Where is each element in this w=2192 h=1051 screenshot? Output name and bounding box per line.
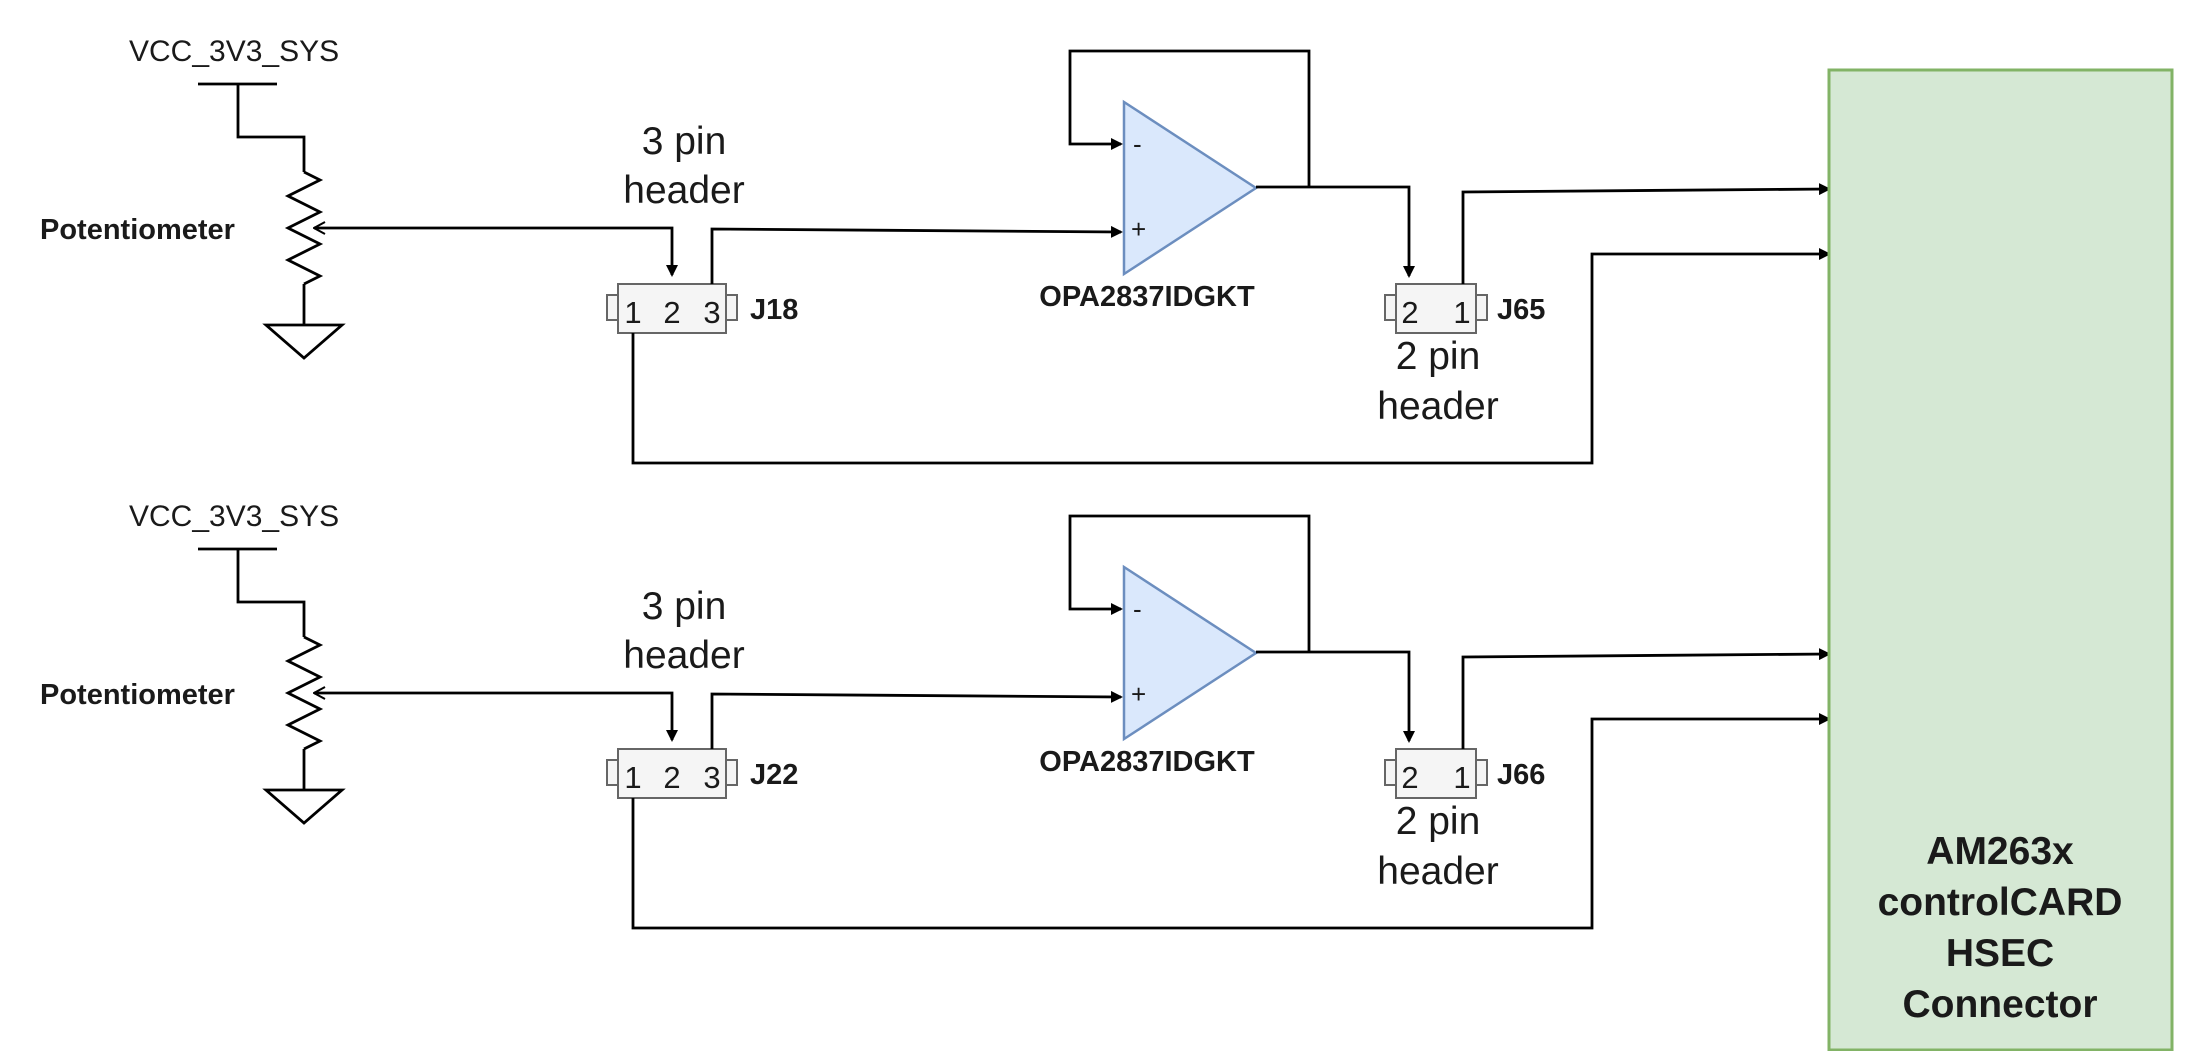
header3-pin2: 2 xyxy=(663,295,680,330)
potentiometer-resistor xyxy=(284,635,324,751)
header3-ref: J18 xyxy=(750,294,798,326)
header2-tab-left xyxy=(1384,294,1397,321)
connector-line2: controlCARD xyxy=(1878,881,2123,924)
opamp-triangle xyxy=(1122,564,1259,742)
controlcard-connector xyxy=(1827,68,2174,1051)
opamp-output-wire xyxy=(1256,185,1415,278)
header2-label-line2: header xyxy=(1377,385,1498,428)
direct-to-adc-wire xyxy=(631,713,1831,930)
header2-pin2: 2 xyxy=(1401,760,1418,795)
header2-tab-left xyxy=(1384,759,1397,786)
opamp-ref: OPA2837IDGKT xyxy=(1039,281,1255,313)
feedback-wire xyxy=(1068,49,1311,186)
opamp-plus: + xyxy=(1131,679,1146,709)
channel-1: VCC_3V3_SYS Potentiometer 3 pin header 1… xyxy=(40,35,2001,465)
buffered-to-adc-wire xyxy=(1461,183,1831,284)
header3-label-line1: 3 pin xyxy=(642,120,727,163)
potentiometer-resistor xyxy=(284,170,324,286)
header2-pin1: 1 xyxy=(1453,295,1470,330)
header2-ref: J65 xyxy=(1497,294,1545,326)
header2-label-line2: header xyxy=(1377,850,1498,893)
header3-pin3: 3 xyxy=(703,295,720,330)
opamp-minus: - xyxy=(1133,129,1142,159)
connector-line1: AM263x xyxy=(1926,830,2074,873)
header3-pin2: 2 xyxy=(663,760,680,795)
potentiometer-label: Potentiometer xyxy=(40,214,235,246)
potentiometer-label: Potentiometer xyxy=(40,679,235,711)
header2-tab-right xyxy=(1475,759,1488,786)
header3-pin3: 3 xyxy=(703,760,720,795)
supply-label: VCC_3V3_SYS xyxy=(129,500,339,533)
opamp-minus: - xyxy=(1133,594,1142,624)
connector-line3: HSEC xyxy=(1946,932,2054,975)
header3-tab-left xyxy=(606,294,619,321)
header3-label-line2: header xyxy=(623,169,744,212)
plus-input-wire xyxy=(710,225,1123,284)
plus-input-wire xyxy=(710,690,1123,749)
header2-ref: J66 xyxy=(1497,759,1545,791)
supply-wire xyxy=(236,549,306,637)
wiper-wire xyxy=(314,228,672,275)
header2-label-line1: 2 pin xyxy=(1396,800,1481,843)
header3-tab-right xyxy=(725,759,738,786)
buffered-to-adc-wire xyxy=(1461,648,1831,749)
feedback-wire xyxy=(1068,514,1311,651)
header2-pin1: 1 xyxy=(1453,760,1470,795)
opamp-triangle xyxy=(1122,99,1259,277)
header3-pin1: 1 xyxy=(624,760,641,795)
opamp-ref: OPA2837IDGKT xyxy=(1039,746,1255,778)
opamp-plus: + xyxy=(1131,214,1146,244)
supply-wire xyxy=(236,84,306,172)
header2-tab-right xyxy=(1475,294,1488,321)
header3-body xyxy=(617,748,727,799)
header3-label-line1: 3 pin xyxy=(642,585,727,628)
wiper-wire xyxy=(314,693,672,740)
supply-label: VCC_3V3_SYS xyxy=(129,35,339,68)
header3-pin1: 1 xyxy=(624,295,641,330)
header2-body xyxy=(1395,283,1477,334)
ground-symbol xyxy=(262,788,346,825)
header3-label-line2: header xyxy=(623,634,744,677)
header3-ref: J22 xyxy=(750,759,798,791)
header2-body xyxy=(1395,748,1477,799)
opamp-output-wire xyxy=(1256,650,1415,743)
channel-2: VCC_3V3_SYS Potentiometer 3 pin header 1… xyxy=(40,500,2001,930)
header3-body xyxy=(617,283,727,334)
ground-symbol xyxy=(262,323,346,360)
direct-to-adc-wire xyxy=(631,248,1831,465)
header3-tab-right xyxy=(725,294,738,321)
header2-pin2: 2 xyxy=(1401,295,1418,330)
header3-tab-left xyxy=(606,759,619,786)
connector-line4: Connector xyxy=(1903,983,2098,1026)
header2-label-line1: 2 pin xyxy=(1396,335,1481,378)
